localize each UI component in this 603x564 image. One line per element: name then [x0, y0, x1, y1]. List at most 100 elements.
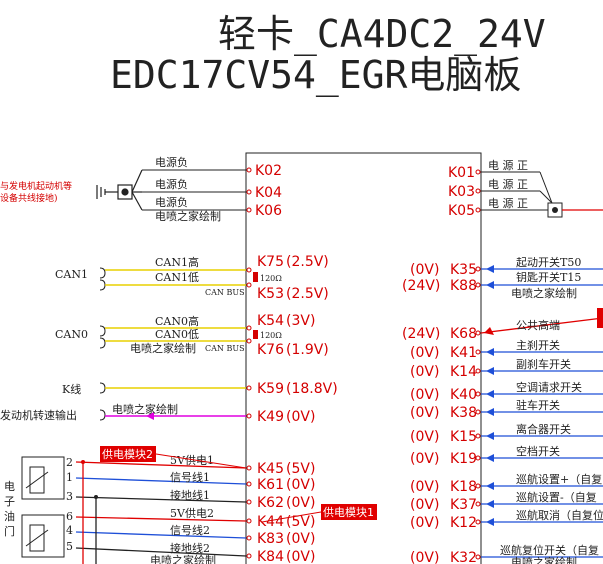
switch-arrows [486, 348, 494, 526]
wire-label-k04: 电源负 [155, 177, 188, 191]
wire-label-k41: 主刹开关 [516, 338, 560, 352]
module2-badge-text: 供电模块2 [102, 447, 153, 461]
can1-connector-icon [99, 267, 106, 279]
arrow-in-k88-icon [486, 281, 494, 289]
val-k14: (0V) [410, 364, 439, 380]
val-k59: (18.8V) [286, 381, 338, 397]
val-k45: (5V) [286, 461, 315, 477]
wire-label-k01: 电 源 正 [488, 158, 528, 172]
val-k41: (0V) [410, 345, 439, 361]
wire-label-k75: CAN1高 [155, 255, 199, 269]
val-k49: (0V) [286, 409, 315, 425]
pedal-label-4: 门 [4, 524, 15, 538]
val-k61: (0V) [286, 477, 315, 493]
pin-k49: K49 [257, 409, 284, 425]
wire-label-k14: 副刹车开关 [516, 357, 571, 371]
val-k19: (0V) [410, 451, 439, 467]
val-k68: (24V) [402, 326, 440, 342]
val-k18: (0V) [410, 479, 439, 495]
wire-label-k54: CAN0高 [155, 314, 199, 328]
right-pin-terminals [475, 169, 481, 560]
pin-num-6: 6 [66, 510, 73, 523]
val-k62: (0V) [286, 495, 315, 511]
module2-badge [100, 446, 156, 462]
wire-label-k19: 空档开关 [516, 444, 560, 458]
wire-label-k88: 钥匙开关T15 [516, 270, 581, 284]
title-line-1: 轻卡_CA4DC2_24V [218, 12, 546, 57]
arrow-in-k68-icon [484, 327, 494, 335]
watermark-3: 电喷之家绘制 [112, 402, 178, 416]
wire-label-k53: CAN1低 [155, 271, 199, 284]
module1-badge [321, 504, 377, 520]
pin-k75: K75 [257, 254, 284, 270]
pin-k19: K19 [450, 451, 477, 467]
pin-k40: K40 [450, 387, 477, 403]
ground-icon [96, 169, 143, 211]
pin-num-4: 4 [66, 524, 73, 537]
wire-label-k38: 驻车开关 [516, 398, 560, 412]
pin-num-1: 1 [66, 471, 73, 484]
wire-label-k02: 电源负 [155, 155, 188, 169]
pin-k03: K03 [448, 184, 475, 200]
can0-label: CAN0 [55, 328, 88, 341]
pin-k59: K59 [257, 381, 284, 397]
pin-k18: K18 [450, 479, 477, 495]
ground-note-2: 设备共线接地) [0, 192, 58, 204]
resistor-can0-label: 120Ω [260, 331, 282, 340]
pin-k76: K76 [257, 342, 284, 358]
pedal-label-1: 电 [4, 480, 15, 493]
pin-k15: K15 [450, 429, 477, 445]
pin-num-3: 3 [66, 490, 73, 503]
resistor-can1-icon [253, 272, 258, 282]
pin-k44: K44 [257, 514, 284, 530]
pin-k68: K68 [450, 326, 477, 342]
pin-k61: K61 [257, 477, 284, 493]
val-k40: (0V) [410, 387, 439, 403]
can-bus-1: CAN BUS [205, 288, 245, 297]
pin-k45: K45 [257, 461, 284, 477]
kline-label: K线 [62, 382, 81, 396]
pin-k32: K32 [450, 550, 477, 564]
pin-num-5: 5 [66, 540, 73, 553]
pin-k88: K88 [450, 278, 477, 294]
val-k35: (0V) [410, 262, 439, 278]
val-k12: (0V) [410, 515, 439, 531]
wire-label-k83: 信号线2 [170, 523, 210, 537]
pin-k83: K83 [257, 531, 284, 547]
pin-k04: K04 [255, 185, 282, 201]
title-line-2: EDC17CV54_EGR电脑板 [110, 53, 521, 98]
pin-k41: K41 [450, 345, 477, 361]
can1-label: CAN1 [55, 268, 88, 281]
wire-label-k15: 离合器开关 [516, 422, 571, 436]
wire-label-k84: 接地线2 [170, 541, 210, 555]
pin-k01: K01 [448, 165, 475, 181]
wire-label-k44: 5V供电2 [170, 506, 214, 520]
wire-label-k32: 巡航复位开关（自复 [500, 543, 599, 557]
val-k84: (0V) [286, 549, 315, 564]
arrow-left-icon [146, 412, 154, 420]
val-k44: (5V) [286, 514, 315, 530]
wire-label-k06: 电源负 [155, 195, 188, 209]
val-k83: (0V) [286, 531, 315, 547]
wire-label-k05: 电 源 正 [488, 196, 528, 210]
kline-connector-icon [99, 382, 106, 394]
pin-num-2: 2 [66, 456, 73, 469]
resistor-can1-label: 120Ω [260, 274, 282, 283]
val-k15: (0V) [410, 429, 439, 445]
watermark-6: 电喷之家绘制 [511, 555, 577, 564]
wire-label-k03: 电 源 正 [488, 177, 528, 191]
common-high-badge [597, 308, 603, 328]
pin-k06: K06 [255, 203, 282, 219]
watermark-4: 电喷之家绘制 [150, 553, 216, 564]
engine-speed-label: 发动机转速输出 [0, 408, 77, 422]
pedal-sensor-icon [21, 456, 65, 558]
pin-k14: K14 [450, 364, 477, 380]
wire-label-k61: 信号线1 [170, 470, 210, 484]
pedal-label-3: 油 [4, 509, 15, 523]
watermark-1: 电喷之家绘制 [155, 209, 221, 223]
module1-badge-text: 供电模块1 [323, 505, 374, 519]
ground-note-1: 与发电机起动机等 [0, 180, 72, 192]
pin-k38: K38 [450, 405, 477, 421]
can-bus-0: CAN BUS [205, 344, 245, 353]
